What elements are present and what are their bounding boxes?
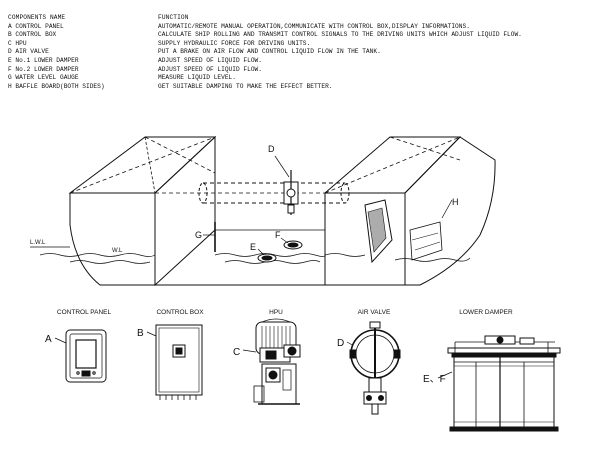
legend-row-function: SUPPLY HYDRAULIC FORCE FOR DRIVING UNITS… (158, 39, 311, 47)
legend-row: F No.2 LOWER DAMPER ADJUST SPEED OF LIQU… (8, 66, 588, 75)
legend-header: COMPONENTS NAME FUNCTION (8, 14, 588, 23)
label-f: F (275, 230, 281, 240)
label-g: G (195, 230, 202, 240)
hpu-title: HPU (269, 309, 283, 316)
callout-b: B (137, 328, 144, 339)
legend-row: G WATER LEVEL GAUGE MEASURE LIQUID LEVEL… (8, 74, 588, 83)
lower-damper-title: LOWER DAMPER (459, 309, 513, 316)
air-valve-title: AIR VALVE (358, 309, 391, 316)
legend-row: C HPU SUPPLY HYDRAULIC FORCE FOR DRIVING… (8, 40, 588, 49)
air-duct (198, 182, 350, 204)
label-wl: W.L (112, 248, 123, 254)
callout-c: C (233, 347, 240, 358)
legend-row-function: ADJUST SPEED OF LIQUID FLOW. (158, 65, 262, 73)
label-h: H (452, 197, 459, 207)
label-lwl: L.W.L (30, 240, 46, 246)
lower-damper-drawing (437, 335, 561, 432)
water-level-right (324, 253, 471, 262)
right-tank (323, 136, 496, 286)
legend-row: E No.1 LOWER DAMPER ADJUST SPEED OF LIQU… (8, 57, 588, 66)
lower-damper-f (280, 237, 303, 250)
legend-row-function: PUT A BRAKE ON AIR FLOW AND CONTROL LIQU… (158, 48, 381, 56)
legend-row: H BAFFLE BOARD(BOTH SIDES) GET SUITABLE … (8, 83, 588, 92)
water-level-gauge (203, 222, 216, 252)
lower-damper-e (257, 248, 277, 263)
legend-header-function: FUNCTION (158, 14, 189, 21)
water-level-left (30, 246, 156, 264)
label-d: D (268, 144, 275, 154)
legend-row-name: A CONTROL PANEL (8, 22, 64, 30)
legend-row-name: D AIR VALVE (8, 48, 49, 56)
ship-tank-drawing (30, 135, 496, 287)
callout-a: A (45, 334, 52, 345)
control-panel-title: CONTROL PANEL (57, 309, 112, 316)
duct-air-valve (283, 170, 299, 215)
legend-row: B CONTROL BOX CALCULATE SHIP ROLLING AND… (8, 31, 588, 40)
legend-row-name: F No.2 LOWER DAMPER (8, 65, 79, 73)
control-box-title: CONTROL BOX (156, 309, 204, 316)
legend-row-function: CALCULATE SHIP ROLLING AND TRANSMIT CONT… (158, 31, 522, 39)
air-valve-drawing (346, 321, 401, 415)
callout-ef: E、F (423, 374, 446, 385)
legend-header-name: COMPONENTS NAME (8, 14, 66, 21)
control-panel-drawing (54, 329, 107, 383)
legend-row-name: C HPU (8, 39, 27, 47)
legend-row: D AIR VALVE PUT A BRAKE ON AIR FLOW AND … (8, 48, 588, 57)
label-e: E (250, 242, 256, 252)
legend-row: A CONTROL PANEL AUTOMATIC/REMOTE MANUAL … (8, 23, 588, 32)
hpu-drawing (242, 318, 301, 405)
control-box-drawing (146, 324, 203, 400)
legend-row-name: H BAFFLE BOARD(BOTH SIDES) (8, 82, 105, 90)
components-legend: COMPONENTS NAME FUNCTION A CONTROL PANEL… (8, 14, 588, 91)
water-level-middle (214, 253, 326, 264)
legend-row-function: AUTOMATIC/REMOTE MANUAL OPERATION,COMMUN… (158, 22, 470, 30)
legend-row-function: ADJUST SPEED OF LIQUID FLOW. (158, 56, 262, 64)
legend-row-name: B CONTROL BOX (8, 31, 57, 39)
legend-row-function: GET SUITABLE DAMPING TO MAKE THE EFFECT … (158, 82, 333, 90)
legend-row-function: MEASURE LIQUID LEVEL. (158, 74, 236, 82)
legend-row-name: G WATER LEVEL GAUGE (8, 74, 79, 82)
callout-d: D (337, 338, 344, 349)
legend-row-name: E No.1 LOWER DAMPER (8, 56, 79, 64)
